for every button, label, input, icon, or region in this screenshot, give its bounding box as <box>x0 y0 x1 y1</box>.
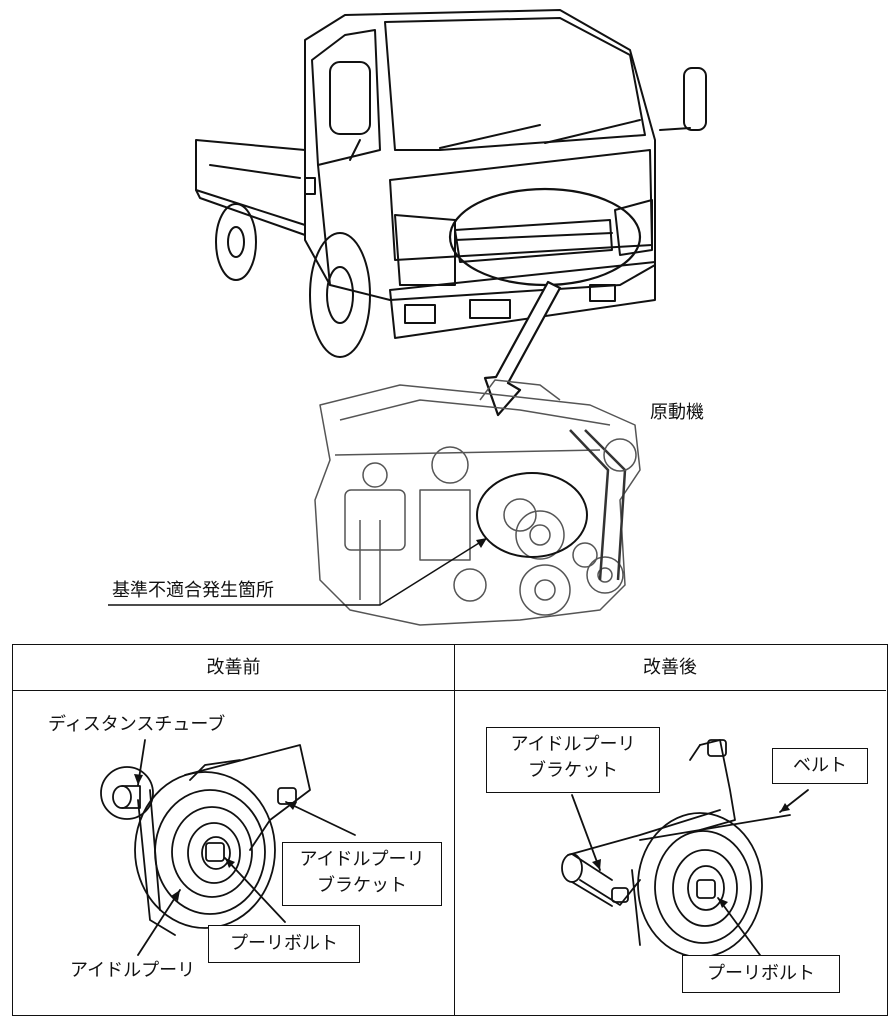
distance-tube-label: ディスタンスチューブ <box>48 714 226 735</box>
defect-leader-line <box>108 537 488 606</box>
after-pulley-bolt-label: プーリボルト <box>682 955 840 993</box>
after-bracket-label-line1: アイドルプーリ <box>510 734 636 755</box>
before-bracket-label-box: アイドルプーリ ブラケット <box>282 842 442 906</box>
defect-location-label: 基準不適合発生箇所 <box>112 580 274 601</box>
before-bracket-label-line1: アイドルプーリ <box>299 849 425 870</box>
after-header: 改善後 <box>454 645 886 691</box>
truck-front-wheel <box>309 232 371 358</box>
before-pulley-bolt-label: プーリボルト <box>208 925 360 963</box>
table-divider <box>454 645 455 1015</box>
after-bracket-label-line2: ブラケット <box>528 760 618 781</box>
comparison-table: 改善前 改善後 <box>12 644 888 1016</box>
truck-engine-illustration <box>108 9 707 626</box>
truck-cab <box>304 9 707 339</box>
engine-label: 原動機 <box>650 402 704 423</box>
truck-cargo-bed <box>195 139 306 236</box>
truck-rear-wheel <box>215 203 257 281</box>
defect-highlight-ellipse <box>476 472 588 558</box>
engine-illustration <box>314 379 641 626</box>
before-header: 改善前 <box>13 645 454 691</box>
callout-arrow-to-engine <box>483 280 562 417</box>
belt-label: ベルト <box>772 748 868 784</box>
after-bracket-label-box: アイドルプーリ ブラケット <box>486 727 660 793</box>
idle-pulley-label: アイドルプーリ <box>70 960 196 981</box>
before-bracket-label-line2: ブラケット <box>317 875 407 896</box>
grille-highlight-ellipse <box>448 187 642 287</box>
